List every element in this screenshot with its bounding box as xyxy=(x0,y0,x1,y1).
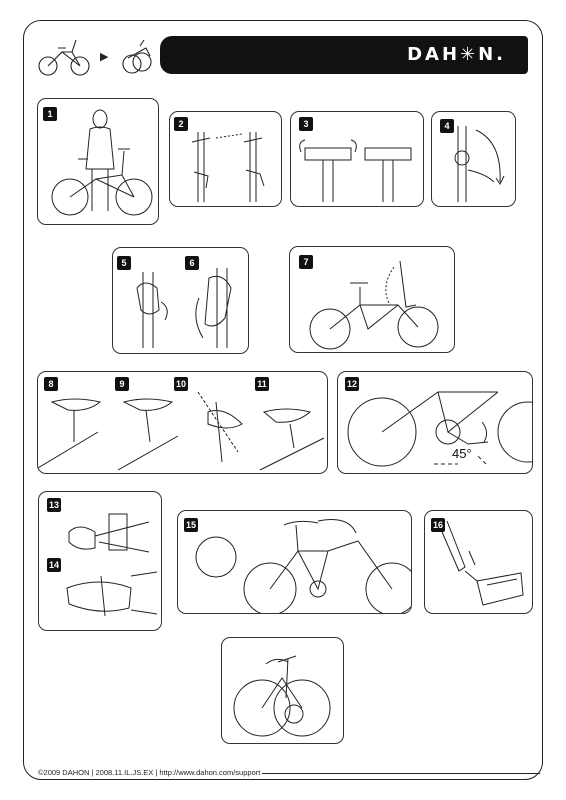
step-number: 1 xyxy=(43,107,57,121)
panel-step-15: 15 xyxy=(177,510,412,614)
stem-hinge-illustration xyxy=(299,139,412,202)
seatpost-clamp-illustration xyxy=(136,268,232,348)
panel-folded-bike xyxy=(221,637,344,744)
footer-divider xyxy=(262,773,540,774)
step-number: 11 xyxy=(255,377,269,391)
step-number: 4 xyxy=(440,119,454,133)
panel-steps-5-6: 5 6 xyxy=(112,247,249,354)
frame-hinge-illustration xyxy=(66,513,158,617)
panel-step-7: 7 xyxy=(289,246,455,353)
step-number: 16 xyxy=(431,518,445,532)
handlepost-release-illustration xyxy=(191,132,265,202)
step-number: 6 xyxy=(185,256,199,270)
saddle-adjust-illustration xyxy=(38,391,325,471)
step-number: 3 xyxy=(299,117,313,131)
page-frame xyxy=(23,20,543,780)
step-number: 14 xyxy=(47,558,61,572)
dahon-logo: DAH✳N. xyxy=(407,44,506,65)
step-number: 9 xyxy=(115,377,129,391)
pedal-detail-illustration xyxy=(438,520,524,606)
folded-bike-illustration xyxy=(233,655,331,737)
step-number: 12 xyxy=(345,377,359,391)
panel-step-1: 1 xyxy=(37,98,159,225)
header-arrow-icon: ▶ xyxy=(100,51,109,63)
panel-step-16: 16 xyxy=(424,510,533,614)
panel-step-4: 4 xyxy=(431,111,516,207)
footer-copyright: ©2009 DAHON | 2008.11.IL.JS.EX | http://… xyxy=(38,768,261,777)
step-number: 13 xyxy=(47,498,61,512)
panel-steps-13-14: 13 14 xyxy=(38,491,162,631)
person-with-bike-illustration xyxy=(51,109,153,216)
handlepost-lower-illustration xyxy=(454,126,505,202)
step-number: 7 xyxy=(299,255,313,269)
panel-steps-8-11: 8 9 10 11 xyxy=(37,371,328,474)
panel-step-12: 12 45° xyxy=(337,371,533,474)
pedal-fold-illustration xyxy=(347,391,532,467)
panel-step-2: 2 xyxy=(169,111,282,207)
panel-step-3: 3 xyxy=(290,111,424,207)
step-number: 8 xyxy=(44,377,58,391)
bike-frame-fold-illustration xyxy=(195,519,411,613)
bike-fold-handlepost-illustration xyxy=(309,260,439,350)
step-number: 2 xyxy=(174,117,188,131)
header-banner: DAH✳N. xyxy=(160,36,528,74)
angle-label: 45° xyxy=(452,446,472,461)
step-number: 15 xyxy=(184,518,198,532)
step-number: 10 xyxy=(174,377,188,391)
step-number: 5 xyxy=(117,256,131,270)
